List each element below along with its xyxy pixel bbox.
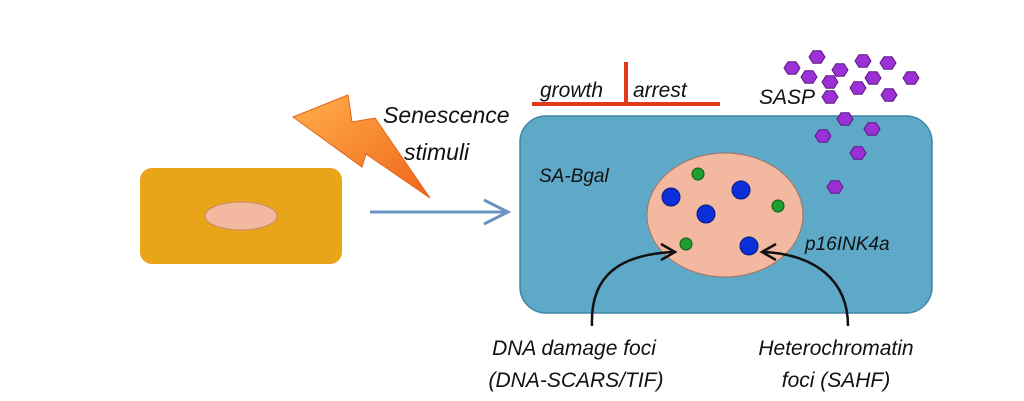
hexagon-icon	[836, 112, 854, 126]
transition-arrow	[370, 198, 512, 226]
hexagon-icon	[880, 88, 898, 102]
hexagon-icon	[831, 63, 849, 77]
heterochromatin-pointer	[759, 242, 850, 327]
hexagon-icon	[849, 81, 867, 95]
hexagon-icon	[821, 90, 839, 104]
sa-bgal-label: SA-Bgal	[539, 166, 609, 187]
lightning-bolt-icon	[291, 94, 431, 199]
heterochromatin-focus	[691, 167, 705, 181]
hexagon-icon	[783, 61, 801, 75]
dna-damage-pointer	[590, 242, 678, 327]
growth-arrest-symbol	[532, 62, 720, 106]
dna-damage-focus	[696, 204, 716, 224]
growth-label: growth	[540, 79, 603, 102]
hexagon-icon	[849, 146, 867, 160]
hexagon-icon	[826, 180, 844, 194]
heterochromatin-label-line2: foci (SAHF)	[782, 369, 891, 392]
normal-cell	[140, 168, 342, 264]
heterochromatin-focus	[771, 199, 785, 213]
dna-damage-focus	[661, 187, 681, 207]
normal-cell-nucleus	[204, 201, 278, 231]
heterochromatin-label-line1: Heterochromatin	[758, 337, 913, 360]
dna-damage-focus	[739, 236, 759, 256]
hexagon-icon	[808, 50, 826, 64]
hexagon-icon	[863, 122, 881, 136]
hexagon-icon	[800, 70, 818, 84]
heterochromatin-focus	[679, 237, 693, 251]
dna-damage-focus	[731, 180, 751, 200]
sasp-label: SASP	[759, 86, 815, 109]
hexagon-icon	[814, 129, 832, 143]
dna-damage-label-line2: (DNA-SCARS/TIF)	[489, 369, 664, 392]
sasp-factors	[783, 50, 920, 194]
hexagon-icon	[854, 54, 872, 68]
stimuli-label-line2: stimuli	[404, 139, 470, 165]
dna-damage-label-line1: DNA damage foci	[492, 337, 657, 360]
hexagon-icon	[821, 75, 839, 89]
foci-group	[661, 167, 785, 256]
hexagon-icon	[864, 71, 882, 85]
senescent-nucleus	[646, 152, 804, 278]
stimuli-label-line1: Senescence	[383, 102, 510, 128]
hexagon-icon	[879, 56, 897, 70]
arrest-label: arrest	[633, 79, 688, 102]
hexagon-icon	[902, 71, 920, 85]
p16-label: p16INK4a	[804, 234, 890, 255]
